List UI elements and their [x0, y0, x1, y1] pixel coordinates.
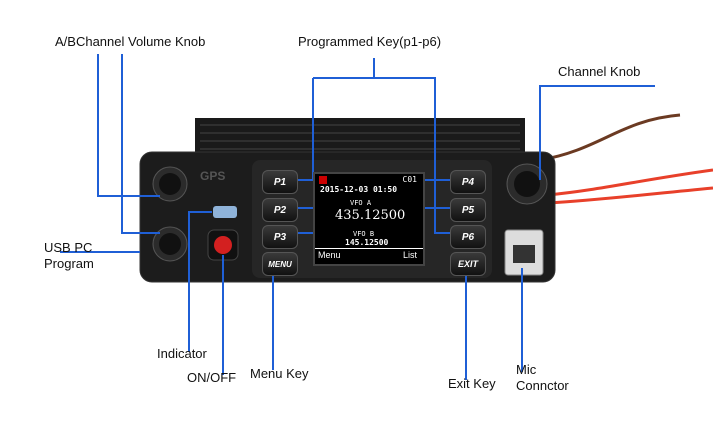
p1-button[interactable]: P1	[262, 170, 298, 194]
softkey-list: List	[402, 250, 417, 260]
date-time: 2015-12-03 01:50	[320, 185, 398, 194]
programmed-key-label: Programmed Key(p1-p6)	[298, 34, 442, 49]
usb-pc-line1: USB PC	[44, 240, 93, 255]
vfo-a-label: VFO A	[350, 199, 372, 207]
exit-key-label: Exit Key	[448, 376, 496, 391]
svg-text:GPS: GPS	[200, 169, 225, 183]
mic-line1: Mic	[516, 362, 537, 377]
menu-key-label: Menu Key	[250, 366, 309, 381]
vfo-b-frequency: 145.12500	[345, 238, 389, 247]
p4-button[interactable]: P4	[450, 170, 486, 194]
volume-knob-label: A/BChannel Volume Knob	[55, 34, 206, 49]
channel-knob-label: Channel Knob	[558, 64, 641, 79]
p5-button[interactable]: P5	[450, 198, 486, 222]
vfo-b-label: VFO B	[353, 230, 375, 238]
softkey-menu: Menu	[318, 250, 341, 260]
vfo-a-frequency: 435.12500	[335, 208, 406, 223]
lcd-screen: C01 2015-12-03 01:50 VFO A 435.12500 VFO…	[313, 172, 425, 266]
p6-button[interactable]: P6	[450, 225, 486, 249]
usb-pc-line2: Program	[44, 256, 94, 271]
status-icon	[319, 176, 327, 184]
on-off-label: ON/OFF	[187, 370, 237, 385]
p3-button[interactable]: P3	[262, 225, 298, 249]
exit-button[interactable]: EXIT	[450, 252, 486, 276]
menu-button[interactable]: MENU	[262, 252, 298, 276]
indicator-label: Indicator	[157, 346, 207, 361]
mic-line2: Connctor	[516, 378, 569, 393]
p2-button[interactable]: P2	[262, 198, 298, 222]
channel-number: C01	[402, 175, 417, 184]
